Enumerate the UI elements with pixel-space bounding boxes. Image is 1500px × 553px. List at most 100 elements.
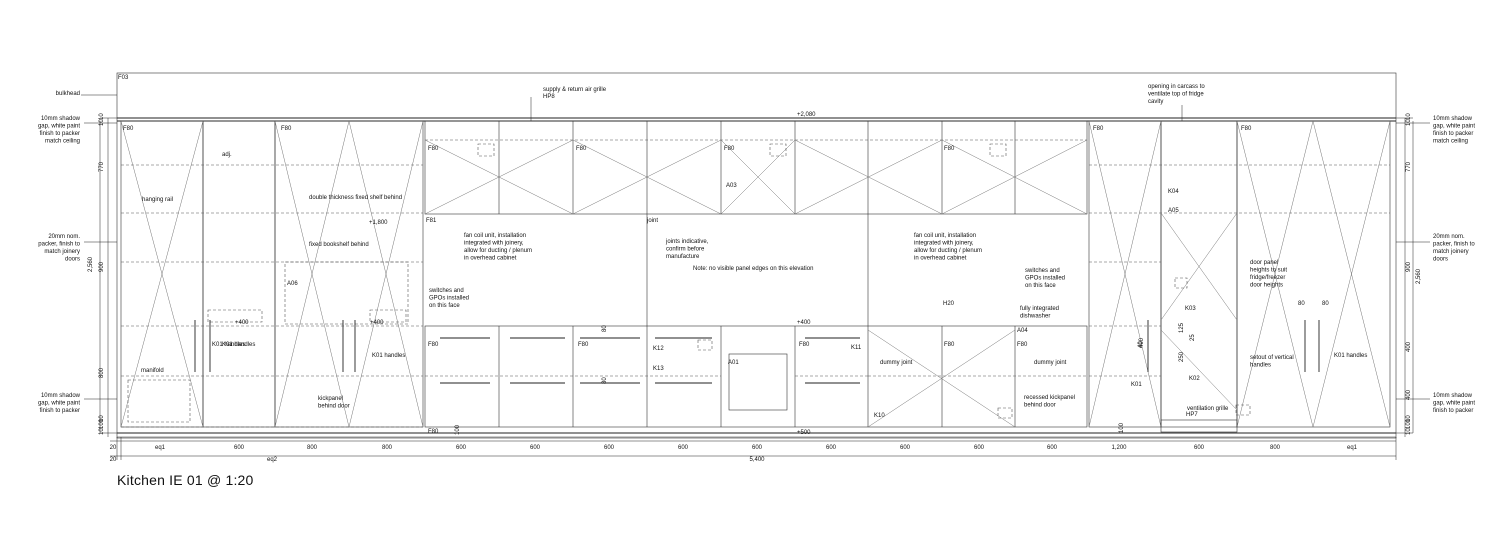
right-note: match ceiling — [1433, 139, 1468, 145]
annotation: dishwasher — [1020, 314, 1050, 320]
annotation: confirm before — [666, 247, 705, 253]
vertical-dim: 400 — [1406, 341, 1412, 352]
annotation: fridge/freezer — [1250, 275, 1285, 281]
left-note: 20mm nom. — [48, 234, 80, 240]
annotation: switches and — [1025, 268, 1060, 274]
element-code: K04 — [1168, 189, 1179, 195]
annotation: opening in carcass to — [1148, 84, 1205, 90]
vertical-dim: 100 — [99, 418, 105, 429]
annotation: fixed bookshelf behind — [309, 242, 369, 248]
element-code: F80 — [578, 342, 589, 348]
annotation: dummy joint — [880, 360, 913, 366]
left-note: finish to packer — [40, 408, 80, 414]
annotation: behind door — [1024, 403, 1056, 409]
small-dim: 40 — [1138, 341, 1144, 348]
vertical-dim: 100 — [1406, 418, 1412, 429]
leader-lines — [81, 94, 1430, 400]
small-dim: 80 — [1322, 301, 1329, 307]
vertical-dim: 10 — [1406, 415, 1412, 422]
bottom-dim: 600 — [900, 445, 911, 451]
bottom-dim: 800 — [307, 445, 318, 451]
annotation: integrated with joinery, — [914, 241, 974, 247]
overhead-cabinets — [424, 120, 1088, 326]
bottom-dim: 600 — [974, 445, 985, 451]
annotation: adj. — [222, 152, 232, 158]
level-marker: +1,800 — [369, 220, 388, 226]
vertical-dim: 400 — [1406, 389, 1412, 400]
vertical-dim: 900 — [1406, 261, 1412, 272]
element-code: K10 — [874, 413, 885, 419]
right-note: 20mm nom. — [1433, 234, 1465, 240]
element-code: F80 — [944, 342, 955, 348]
bottom-dim: 600 — [456, 445, 467, 451]
vertical-dim: 900 — [99, 261, 105, 272]
vertical-dim: 10 — [99, 119, 105, 126]
left-tall-cabinets — [120, 120, 424, 428]
annotation: on this face — [1025, 283, 1056, 289]
element-code: F03 — [118, 75, 129, 81]
left-note: bulkhead — [56, 91, 80, 97]
element-code: HP8 — [543, 94, 555, 100]
left-note: 10mm shadow — [41, 393, 81, 399]
side-dimensions — [99, 117, 1414, 437]
left-note: packer, finish to — [38, 242, 80, 248]
element-code: K12 — [653, 346, 664, 352]
bottom-dim: eq1 — [155, 445, 166, 451]
small-dim: 80 — [602, 377, 608, 384]
annotation: joints indicative, — [665, 239, 709, 245]
vertical-dim: 800 — [99, 367, 105, 378]
vertical-dim: 770 — [99, 161, 105, 172]
vertical-dim: 10 — [99, 113, 105, 120]
bottom-dim: 600 — [826, 445, 837, 451]
bottom-dimensions — [110, 437, 1397, 460]
bottom-dim: 5,400 — [749, 457, 765, 463]
annotation: fan coil unit, installation — [464, 233, 526, 239]
bottom-dim: 600 — [752, 445, 763, 451]
annotation: ventilation grille — [1187, 406, 1229, 412]
element-code: HP7 — [1186, 412, 1198, 418]
element-code: K13 — [653, 366, 664, 372]
element-code: F80 — [281, 126, 292, 132]
element-code: F80 — [1093, 126, 1104, 132]
right-note: match joinery — [1433, 249, 1469, 255]
annotation: K01 handles — [212, 342, 245, 348]
element-code: A03 — [726, 183, 737, 189]
bottom-dim: 600 — [1194, 445, 1205, 451]
annotation: manifold — [141, 368, 164, 374]
bottom-dim: 600 — [234, 445, 245, 451]
right-note: finish to packer — [1433, 131, 1473, 137]
element-code: F80 — [944, 146, 955, 152]
vertical-dim: 10 — [1406, 113, 1412, 120]
vertical-dim: 2,560 — [1416, 268, 1422, 284]
left-note: match ceiling — [45, 139, 80, 145]
annotation: ventilate top of fridge — [1148, 92, 1204, 98]
bottom-dim: 600 — [530, 445, 541, 451]
element-code: F80 — [428, 429, 439, 435]
annotation: heights to suit — [1250, 268, 1287, 274]
annotation: fully integrated — [1020, 306, 1059, 312]
vertical-dim: 2,560 — [88, 256, 94, 272]
annotation: handles — [1250, 363, 1271, 369]
element-code: K01 — [1131, 382, 1142, 388]
small-dim: 100 — [455, 424, 461, 435]
small-dim: 100 — [1119, 422, 1125, 433]
annotation: hanging rail — [142, 197, 173, 203]
annotation: in overhead cabinet — [914, 256, 967, 262]
vertical-dim: 10 — [99, 415, 105, 422]
annotation: switches and — [429, 288, 464, 294]
element-code: K02 — [1189, 376, 1200, 382]
annotation: on this face — [429, 303, 460, 309]
element-code: F80 — [724, 146, 735, 152]
bottom-dim: 600 — [678, 445, 689, 451]
element-code: F80 — [1017, 342, 1028, 348]
annotation: door heights — [1250, 283, 1283, 289]
element-code: F80 — [1241, 126, 1252, 132]
left-note: finish to packer — [40, 131, 80, 137]
base-cabinets — [424, 325, 1088, 428]
bottom-dim: 800 — [1270, 445, 1281, 451]
element-code: F81 — [426, 218, 437, 224]
level-marker: +400 — [797, 320, 811, 326]
element-code: A01 — [728, 360, 739, 366]
element-code: F80 — [576, 146, 587, 152]
